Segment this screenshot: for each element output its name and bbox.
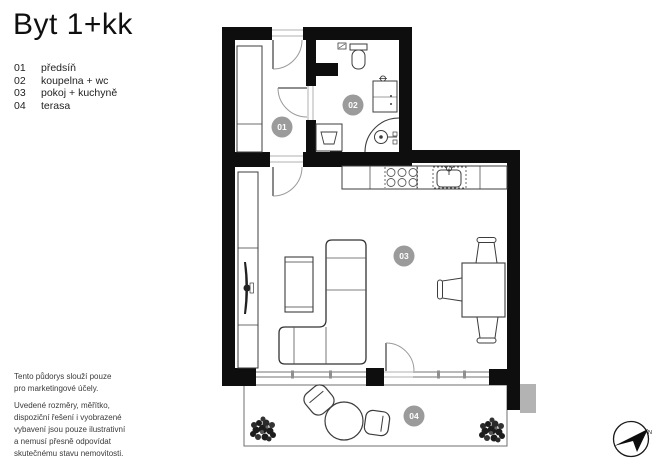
kitchen-counter — [341, 165, 508, 190]
room-badge-living: 03 — [393, 245, 415, 267]
disclaimer-text: Uvedené rozměry, měřítko, dispoziční řeš… — [14, 401, 126, 458]
north-arrow-icon: N — [612, 420, 652, 458]
hall-wardrobe — [236, 45, 263, 153]
legend-num: 01 — [14, 62, 26, 74]
legend-row-hall: 01 předsíň — [14, 62, 117, 75]
badge-label: 01 — [277, 122, 287, 132]
wall-shelf — [337, 42, 347, 50]
legend-label: terasa — [41, 99, 71, 112]
disclaimer-paragraph-2: Uvedené rozměry, měřítko, dispoziční řeš… — [14, 400, 164, 460]
terrace-table — [324, 401, 364, 441]
toilet — [349, 43, 368, 70]
north-label: N — [648, 430, 652, 436]
terrace-chair — [303, 384, 335, 416]
legend-label: koupelna + wc — [41, 74, 109, 87]
coffee-table — [284, 256, 314, 313]
legend-label: pokoj + kuchyně — [41, 87, 118, 100]
entrance-door — [272, 39, 303, 70]
legend-row-terrace: 04 terasa — [14, 100, 117, 113]
hall-living-door — [272, 166, 303, 197]
disclaimer-paragraph-1: Tento půdorys slouží pouze pro marketing… — [14, 371, 164, 395]
dining-chair — [437, 277, 463, 302]
terrace-chair — [363, 409, 391, 437]
badge-label: 03 — [399, 251, 409, 261]
dining-chair — [475, 237, 498, 264]
window-mullions — [291, 370, 466, 379]
door-thresholds — [270, 29, 413, 378]
terrace-area — [243, 384, 536, 447]
badge-label: 02 — [348, 100, 358, 110]
page-title: Byt 1+kk — [13, 8, 133, 41]
room-badge-hall: 01 — [271, 116, 293, 138]
legend-row-living: 03 pokoj + kuchyně — [14, 87, 117, 100]
legend-num: 03 — [14, 87, 26, 100]
terrace-door — [385, 342, 415, 372]
disclaimer-text: Tento půdorys slouží pouze pro marketing… — [14, 372, 112, 393]
exterior-walls — [222, 27, 520, 410]
corner-sofa — [278, 239, 367, 365]
room-badge-terrace: 04 — [403, 405, 425, 427]
windows — [256, 371, 489, 378]
washing-machine — [315, 123, 343, 152]
kitchen-sink — [432, 165, 467, 189]
legend-num: 02 — [14, 74, 26, 87]
legend-label: předsíň — [41, 62, 77, 74]
cooktop — [384, 167, 418, 188]
dining-chair — [476, 316, 499, 344]
legend-row-bathroom: 02 koupelna + wc — [14, 75, 117, 88]
dining-table — [461, 262, 506, 318]
room-legend: 01 předsíň 02 koupelna + wc 03 pokoj + k… — [14, 62, 117, 112]
washbasin — [372, 75, 398, 113]
corner-shower — [364, 117, 400, 153]
legend-num: 04 — [14, 99, 26, 112]
tv-cabinet — [237, 171, 259, 369]
tv-icon — [243, 262, 254, 314]
room-badge-bathroom: 02 — [342, 94, 364, 116]
bathroom-door — [277, 87, 308, 118]
neighbor-wall-segment — [520, 384, 536, 413]
badge-label: 04 — [409, 411, 419, 421]
